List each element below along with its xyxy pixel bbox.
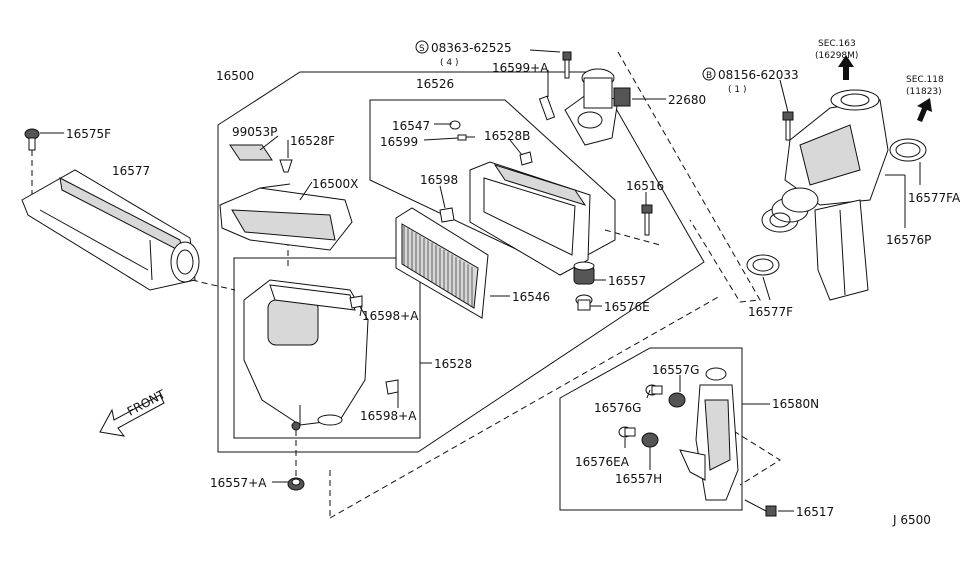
part-16575F-clip [24, 128, 40, 151]
part-16528B-clip [519, 151, 533, 166]
group-outline-16526 [369, 99, 616, 271]
part-resonator [814, 199, 869, 301]
label-22680: 22680 [668, 93, 706, 107]
labels: 16575F 16577 16500 99053P 16528F 16500X … [66, 39, 961, 527]
part-16598A-clip-upper [349, 295, 363, 309]
label-99053P: 99053P [232, 125, 277, 139]
part-16557G-grommet [668, 392, 686, 408]
label-16557G: 16557G [652, 363, 699, 377]
label-16575F: 16575F [66, 127, 111, 141]
label-16577: 16577 [112, 164, 150, 178]
part-22680-airflow-meter [564, 68, 631, 146]
label-16598A-upper: 16598+A [362, 309, 419, 323]
part-16547-clip [449, 120, 461, 130]
part-16577F-clamp [746, 254, 780, 276]
label-16500X: 16500X [312, 177, 358, 191]
part-16528-lower-case [243, 279, 369, 431]
label-16500: 16500 [216, 69, 254, 83]
label-16528: 16528 [434, 357, 472, 371]
front-arrow-icon [99, 394, 165, 437]
label-16557A: 16557+A [210, 476, 267, 490]
label-16576E: 16576E [604, 300, 650, 314]
part-16517-bolt [744, 499, 777, 517]
label-16517: 16517 [796, 505, 834, 519]
part-16599-screw [457, 134, 475, 141]
label-bolt-08156-qty: ( 1 ) [728, 85, 746, 95]
label-16546: 16546 [512, 290, 550, 304]
part-bolt-08363 [562, 51, 572, 79]
group-outline-16500 [217, 71, 705, 453]
label-16557H: 16557H [615, 472, 662, 486]
label-16576P: 16576P [886, 233, 931, 247]
arrow-icon-sec118 [917, 98, 932, 122]
part-16577FA-clamp [889, 138, 927, 162]
part-16576E-insulator [575, 294, 593, 311]
label-sec163-sub: (16298M) [815, 51, 858, 61]
b-mark-letter: B [706, 71, 712, 81]
label-bolt-08156: 08156-62033 [718, 68, 799, 82]
label-16598: 16598 [420, 173, 458, 187]
label-16526: 16526 [416, 77, 454, 91]
dash-leader [329, 295, 721, 519]
label-16547: 16547 [392, 119, 430, 133]
part-16528F-clip [279, 159, 293, 173]
arrow-icon-sec163 [838, 55, 854, 80]
part-bellows [761, 187, 819, 233]
label-16580N: 16580N [772, 397, 819, 411]
part-16546-filter [395, 207, 489, 319]
label-16577FA: 16577FA [908, 191, 961, 205]
label-16528F: 16528F [290, 134, 335, 148]
part-99053P-plate [229, 144, 273, 161]
part-16576P-duct [784, 89, 889, 206]
leader-lines [40, 49, 921, 512]
label-16516: 16516 [626, 179, 664, 193]
label-bolt-08363-qty: ( 4 ) [440, 58, 458, 68]
part-16599A-pin [538, 95, 556, 121]
dash-leader [604, 229, 661, 246]
s-mark-letter: S [419, 44, 425, 54]
group-box-16580N [559, 347, 743, 511]
label-16599: 16599 [380, 135, 418, 149]
label-sec118-sub: (11823) [906, 87, 942, 97]
s-mark-icon [415, 40, 429, 54]
part-16557-grommet [573, 261, 595, 285]
part-16500X-upper-case [219, 183, 353, 251]
part-16598-clip [439, 207, 455, 223]
dash-leader [617, 51, 761, 303]
label-16576G: 16576G [594, 401, 641, 415]
label-16599A: 16599+A [492, 61, 549, 75]
label-sec118: SEC.118 [906, 75, 944, 85]
b-mark-icon [702, 67, 716, 81]
label-16598A-lower: 16598+A [360, 409, 417, 423]
label-16576EA: 16576EA [575, 455, 630, 469]
label-16528B: 16528B [484, 129, 530, 143]
label-16577F: 16577F [748, 305, 793, 319]
part-16557H-grommet [641, 432, 659, 448]
part-16557A-grommet [287, 430, 305, 491]
part-bolt-08156 [782, 111, 794, 141]
part-16598A-clip-lower [385, 379, 399, 395]
diagram-id: J 6500 [892, 513, 931, 527]
label-bolt-08363: 08363-62525 [431, 41, 512, 55]
part-16516-bolt [641, 204, 653, 236]
part-16576EA-insulator [618, 426, 636, 438]
label-16557: 16557 [608, 274, 646, 288]
part-16577-duct [21, 169, 200, 291]
label-sec163: SEC.163 [818, 39, 856, 49]
part-16526-frame [469, 161, 591, 276]
group-box-16528 [233, 257, 421, 439]
part-16580N-resonator [679, 367, 739, 501]
